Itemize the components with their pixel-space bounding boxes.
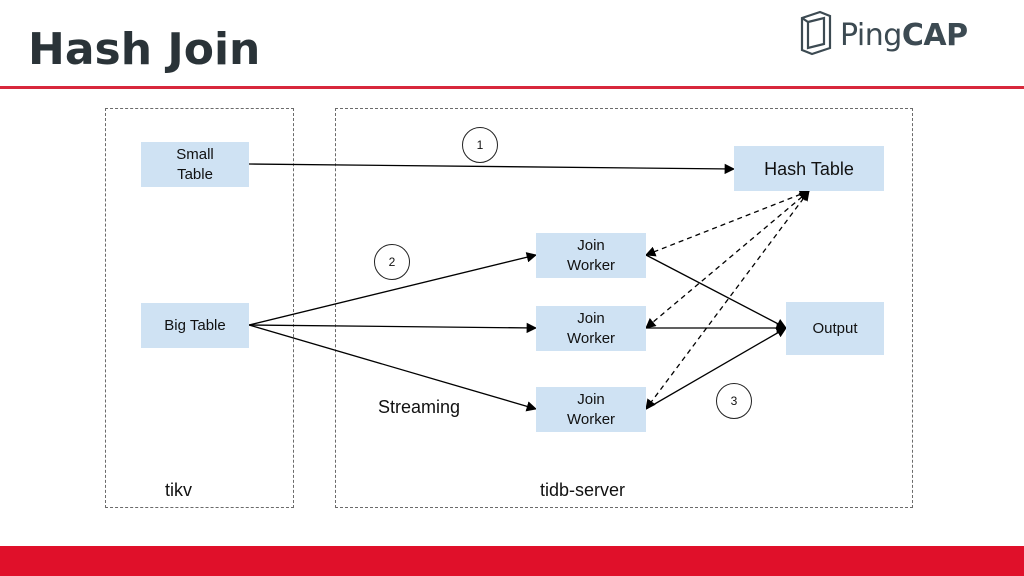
arrow-worker-3-to-output [645,327,787,410]
arrow-worker-1-to-output [645,254,787,329]
step-1-marker: 1 [462,127,498,163]
arrow-big-to-worker-1 [248,252,538,326]
footer-bar [0,546,1024,576]
join-worker-2-node: Join Worker [536,306,646,351]
pingcap-logo: PingCAP [798,10,968,60]
join-worker-1-node: Join Worker [536,233,646,278]
tikv-label: tikv [165,480,192,500]
tikv-region [105,108,294,508]
title-underline [0,86,1024,89]
arrow-small-to-hash [248,163,736,175]
step-2-marker: 2 [374,244,410,280]
logo-word-cap: CAP [901,18,968,53]
step-3-marker: 3 [716,383,752,419]
logo-wordmark: PingCAP [840,18,968,53]
hash-table-node: Hash Table [734,146,884,191]
streaming-annotation: Streaming [378,397,461,417]
small-table-node: Small Table [141,142,249,187]
arrow-big-to-worker-2 [248,322,538,334]
tidb-server-label: tidb-server [540,480,626,500]
logo-word-ping: Ping [840,18,902,53]
probe-hash-worker-3 [645,190,810,410]
arrow-big-to-worker-3 [248,324,537,412]
join-worker-3-node: Join Worker [536,387,646,432]
slide-title: Hash Join [28,24,261,75]
pingcap-logo-icon [800,10,832,56]
probe-hash-worker-2 [645,190,810,329]
tidb-server-region [335,108,913,508]
output-node: Output [786,302,884,355]
big-table-node: Big Table [141,303,249,348]
